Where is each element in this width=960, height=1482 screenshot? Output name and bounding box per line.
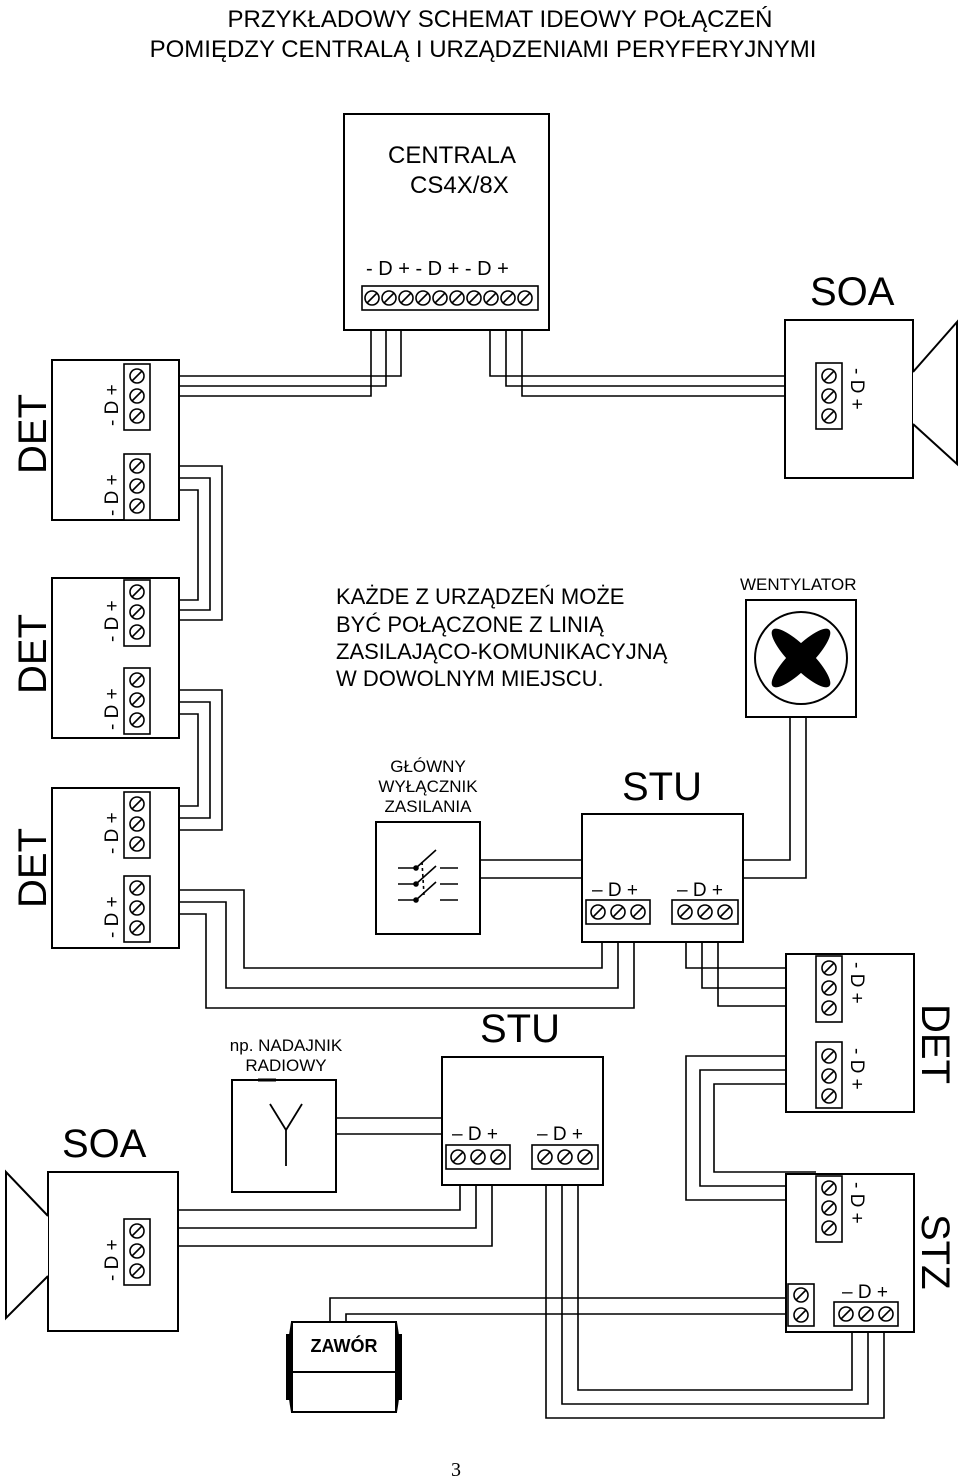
stu-top-terminal-label-a: – D + — [592, 880, 638, 901]
note-text: KAŻDE Z URZĄDZEŃ MOŻE BYĆ POŁĄCZONE Z LI… — [336, 584, 668, 691]
wires — [178, 302, 885, 1419]
page-number: 3 — [451, 1459, 461, 1481]
main-switch-unit: GŁÓWNY WYŁĄCZNIK ZASILANIA — [375, 757, 481, 935]
det-left-2-label: DET — [11, 614, 55, 694]
speaker-horn-bottom — [5, 1169, 49, 1321]
det-left-3-terminal-label-b: - D + — [102, 896, 123, 938]
note-line-1: KAŻDE Z URZĄDZEŃ MOŻE — [336, 584, 624, 609]
switch-label-line-1: GŁÓWNY — [390, 757, 466, 776]
stu-top-unit: STU – D + – D + — [581, 765, 744, 943]
det-left-3-unit: DET - D + - D + — [11, 787, 180, 949]
det-left-2-terminal-label-b: - D + — [102, 688, 123, 730]
centrala-label: CENTRALA — [388, 142, 516, 169]
stu-bottom-terminal-label-a: – D + — [452, 1124, 498, 1145]
switch-label-line-2: WYŁĄCZNIK — [378, 777, 478, 796]
stu-bottom-terminal-label-b: – D + — [537, 1124, 583, 1145]
centrala-unit: CENTRALA CS4X/8X - D + - D + - D + — [343, 113, 550, 331]
antenna-icon — [269, 1103, 303, 1166]
radio-label-line-1: np. NADAJNIK — [230, 1036, 343, 1055]
diagram-title-line-2: POMIĘDZY CENTRALĄ I URZĄDZENIAMI PERYFER… — [150, 36, 817, 63]
stz-unit: STZ - D + – D + — [785, 1173, 957, 1333]
radio-label-line-2: RADIOWY — [245, 1056, 326, 1075]
soa-top-label: SOA — [810, 270, 895, 314]
centrala-terminal-labels: - D + - D + - D + — [366, 258, 509, 280]
speaker-horn-top — [912, 319, 958, 467]
stu-bottom-unit: STU – D + – D + — [441, 1007, 604, 1186]
det-right-label: DET — [913, 1004, 957, 1084]
note-line-4: W DOWOLNYM MIEJSCU. — [336, 666, 604, 691]
switch-label-line-3: ZASILANIA — [385, 797, 473, 816]
det-left-1-terminal-label-b: - D + — [102, 474, 123, 516]
det-left-1-unit: DET - D + - D + — [11, 359, 180, 521]
radio-transmitter-unit: np. NADAJNIK RADIOWY — [230, 1036, 343, 1193]
soa-bottom-unit: SOA - D + — [5, 1122, 179, 1332]
det-left-3-label: DET — [11, 828, 55, 908]
diagram-title-line-1: PRZYKŁADOWY SCHEMAT IDEOWY POŁĄCZEŃ — [228, 6, 773, 33]
wentylator-unit: WENTYLATOR — [740, 575, 857, 718]
note-line-3: ZASILAJĄCO-KOMUNIKACYJNĄ — [336, 639, 668, 664]
zawor-unit: ZAWÓR — [286, 1321, 402, 1413]
centrala-terminal-screws — [364, 290, 533, 306]
switch-symbol-icon — [398, 849, 458, 903]
zawor-label: ZAWÓR — [311, 1335, 378, 1356]
soa-bottom-label: SOA — [62, 1122, 147, 1166]
det-left-1-label: DET — [11, 394, 55, 474]
stz-terminal-label-a: - D + — [846, 1182, 867, 1224]
det-left-2-unit: DET - D + - D + — [11, 577, 180, 739]
det-left-1-terminal-label-a: - D + — [102, 384, 123, 426]
soa-top-terminal-label: - D + — [846, 368, 867, 410]
stz-label: STZ — [913, 1214, 957, 1290]
det-right-unit: DET - D + - D + — [785, 953, 957, 1113]
stz-terminal-label-b: – D + — [842, 1282, 888, 1303]
det-left-3-terminal-label-a: - D + — [102, 812, 123, 854]
det-right-terminal-label-b: - D + — [846, 1048, 867, 1090]
soa-bottom-terminal-label: - D + — [102, 1239, 123, 1281]
stu-top-label: STU — [622, 765, 702, 809]
stu-top-terminal-label-b: – D + — [677, 880, 723, 901]
det-right-terminal-label-a: - D + — [846, 962, 867, 1004]
wentylator-label: WENTYLATOR — [740, 575, 857, 594]
stu-bottom-label: STU — [480, 1007, 560, 1051]
centrala-model: CS4X/8X — [410, 172, 509, 199]
soa-top-unit: SOA - D + — [784, 270, 958, 479]
note-line-2: BYĆ POŁĄCZONE Z LINIĄ — [336, 612, 604, 637]
det-left-2-terminal-label-a: - D + — [102, 600, 123, 642]
